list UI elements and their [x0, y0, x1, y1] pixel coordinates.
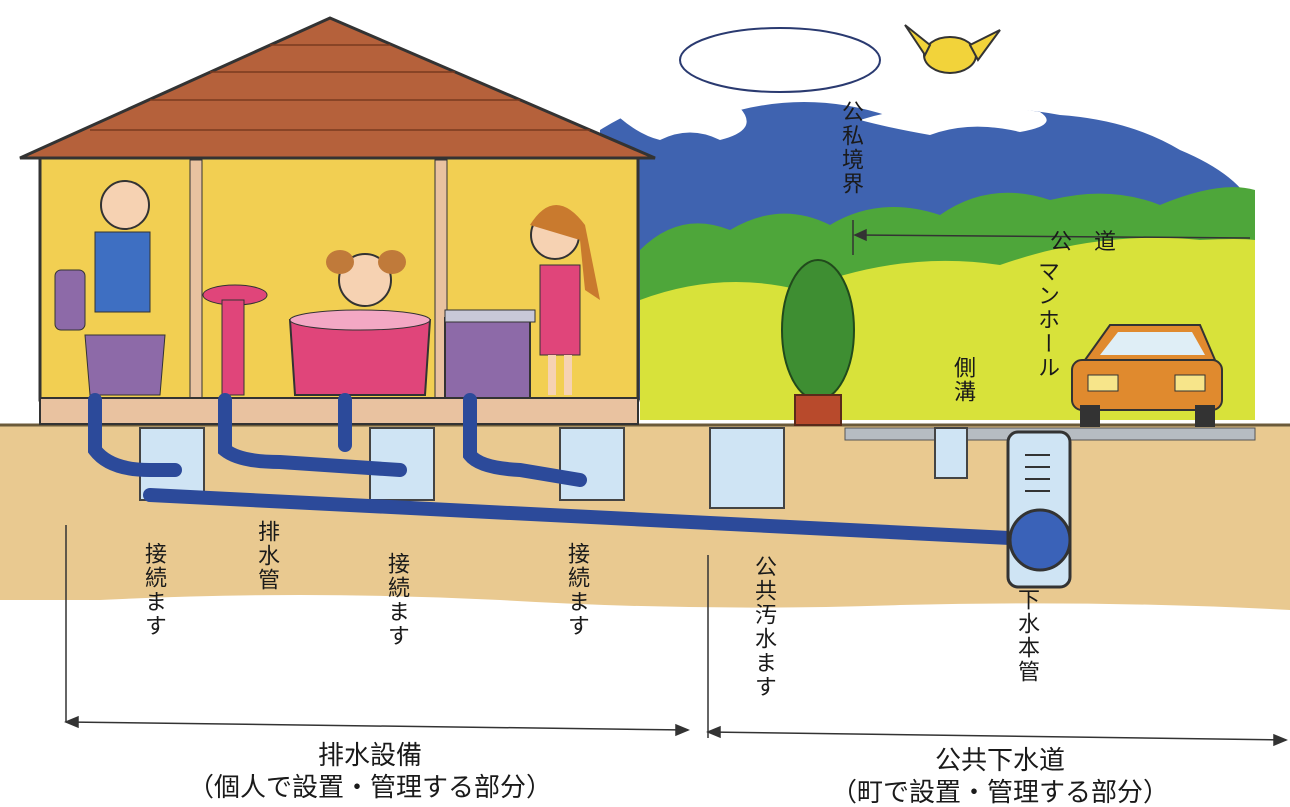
- toilet: [54, 269, 166, 396]
- caption-private: 排水設備 （個人で設置・管理する部分）: [120, 740, 620, 804]
- car: [1071, 324, 1223, 427]
- house: [19, 16, 656, 425]
- caption-public-title: 公共下水道: [934, 746, 1065, 776]
- label-main-sewer: 下水本管: [1014, 588, 1039, 684]
- label-side-ditch: 側溝: [950, 356, 975, 404]
- bird-icon: [904, 24, 1001, 74]
- label-road: 公 道: [1050, 230, 1117, 255]
- shrub: [781, 259, 855, 426]
- roof: [19, 16, 656, 160]
- washbasin: [202, 284, 268, 396]
- label-public-sewage-box: 公共汚水ます: [751, 555, 776, 699]
- man-figure: [94, 180, 151, 313]
- caption-public-subtitle: （町で設置・管理する部分）: [830, 778, 1169, 807]
- side-ditch: [934, 427, 968, 479]
- dimension-lines: [64, 220, 1288, 747]
- cloud: [679, 27, 881, 93]
- label-connection-box-2: 接続ます: [384, 552, 409, 648]
- kitchen-sink: [444, 309, 536, 399]
- caption-public: 公共下水道 （町で設置・管理する部分）: [760, 745, 1240, 807]
- caption-private-title: 排水設備: [317, 741, 422, 771]
- caption-private-subtitle: （個人で設置・管理する部分）: [187, 773, 552, 803]
- label-drain-pipe: 排水管: [254, 520, 279, 592]
- label-connection-box-1: 接続ます: [141, 542, 166, 638]
- bathtub: [288, 309, 432, 396]
- label-boundary: 公私境界: [838, 100, 863, 196]
- label-manhole: マンホール: [1034, 260, 1059, 380]
- drain-pipes: [88, 393, 1057, 547]
- woman-figure: [530, 205, 600, 395]
- snow-caps: [620, 97, 1047, 140]
- label-connection-box-3: 接続ます: [564, 542, 589, 638]
- child-figure: [326, 250, 406, 307]
- manhole-structure: [1006, 430, 1072, 589]
